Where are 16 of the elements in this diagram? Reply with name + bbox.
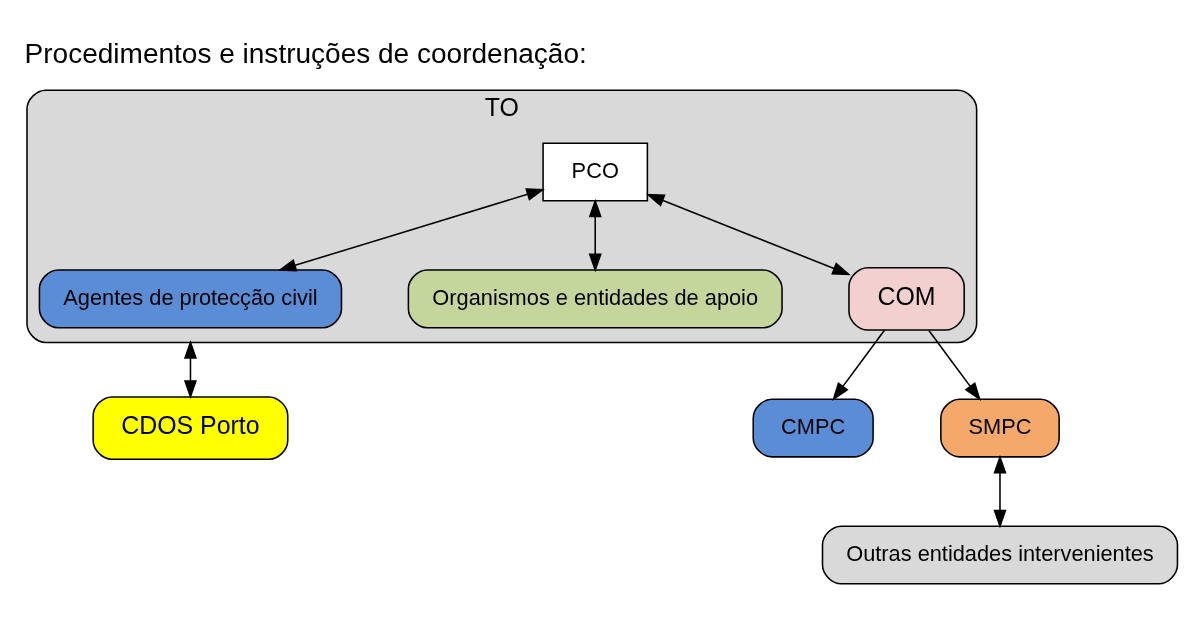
node-box: CMPC bbox=[752, 398, 874, 458]
node-box: Outras entidades intervenientes bbox=[821, 524, 1179, 585]
node-box: COM bbox=[848, 266, 965, 331]
arrow bbox=[588, 198, 602, 272]
arrow bbox=[645, 193, 851, 275]
arrow bbox=[183, 339, 197, 399]
node-box: CDOS Porto bbox=[92, 395, 289, 460]
arrow bbox=[993, 454, 1007, 528]
diagram-title: Procedimentos e instruções de coordenação: bbox=[24, 37, 587, 69]
node-box: Agentes de protecção civil bbox=[38, 268, 343, 328]
node-box: PCO bbox=[542, 141, 649, 202]
arrow bbox=[277, 187, 545, 271]
node-box: Organismos e entidades de apoio bbox=[407, 268, 783, 328]
node-box: SMPC bbox=[940, 398, 1060, 458]
arrow bbox=[832, 329, 886, 401]
arrow bbox=[927, 329, 981, 401]
